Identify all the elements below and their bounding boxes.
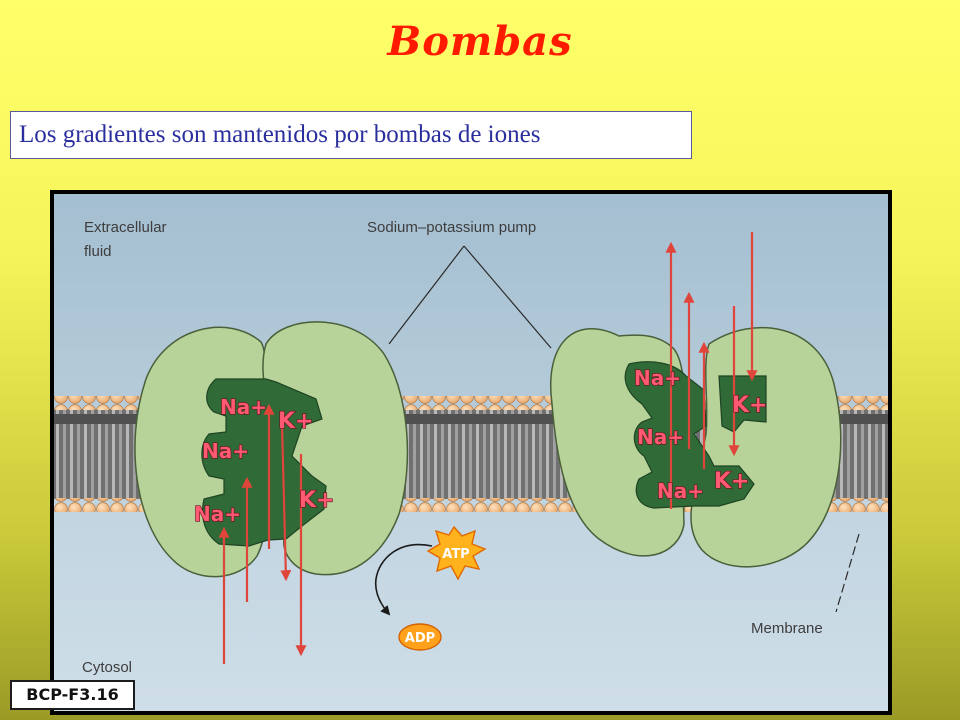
adp-label: ADP — [405, 631, 435, 646]
left-k-ion-1: K+ — [278, 409, 313, 434]
right-pump-k-pocket — [718, 375, 767, 433]
pump-diagram-svg: ATP ADP Extracellular fluid Sodium–potas… — [54, 194, 888, 711]
cytosol-label: Cytosol — [82, 659, 132, 676]
left-pump — [134, 321, 409, 578]
pump-label: Sodium–potassium pump — [367, 219, 536, 236]
left-pump-arrows — [218, 403, 307, 664]
right-na-ion-3: Na+ — [657, 479, 704, 503]
left-na-ion-3: Na+ — [194, 502, 241, 526]
atp-adp-arrow — [374, 543, 433, 616]
left-pump-ion-channel — [201, 378, 327, 547]
extracellular-label-line1: Extracellular — [84, 219, 167, 236]
left-na-ion-2: Na+ — [202, 439, 249, 463]
adp-blob: ADP — [398, 623, 442, 651]
pump-diagram: ATP ADP Extracellular fluid Sodium–potas… — [50, 190, 892, 715]
right-pump-arrows — [665, 232, 758, 509]
right-k-ion-1: K+ — [732, 393, 767, 418]
atp-label: ATP — [442, 547, 469, 562]
right-k-ion-2: K+ — [714, 469, 749, 494]
membrane-label: Membrane — [751, 620, 823, 637]
left-na-ion-1: Na+ — [220, 395, 267, 419]
membrane-pointer-line — [835, 533, 860, 613]
figure-code-badge: BCP-F3.16 — [10, 680, 135, 710]
atp-burst: ATP — [426, 525, 487, 581]
left-k-ion-2: K+ — [299, 488, 334, 513]
slide-subtitle: Los gradientes son mantenidos por bombas… — [10, 111, 692, 159]
pump-pointer-lines — [388, 245, 552, 349]
right-na-ion-2: Na+ — [637, 425, 684, 449]
extracellular-label-line2: fluid — [84, 243, 112, 260]
slide-title: Bombas — [387, 18, 573, 65]
right-na-ion-1: Na+ — [634, 366, 681, 390]
